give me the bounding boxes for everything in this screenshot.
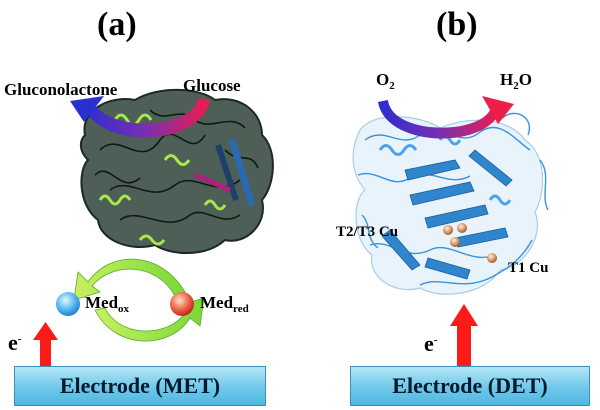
med-red-subscript: red (233, 303, 249, 315)
copper-atom (443, 225, 453, 235)
enzyme-b (352, 112, 549, 295)
panel-a-label: (a) (97, 6, 137, 43)
med-ox-base: Med (85, 293, 119, 312)
enzyme-a-strand-magenta (194, 172, 231, 193)
electron-base-b: e (424, 331, 434, 356)
med-red-sphere (170, 292, 194, 316)
med-red-label: Medred (200, 293, 249, 315)
med-ox-sphere (56, 292, 80, 316)
med-ox-subscript: ox (118, 303, 130, 315)
product-label-a: Gluconolactone (4, 80, 118, 99)
enzyme-b-sheets (381, 149, 513, 280)
electron-superscript-b: - (433, 334, 438, 346)
med-ox-label: Medox (85, 293, 130, 315)
reactant-label-b: O2 (376, 70, 395, 92)
electron-arrow-b (450, 304, 478, 366)
enzyme-a-helices (98, 113, 227, 246)
t1-copper-label: T1 Cu (508, 260, 549, 276)
t2t3-copper-label: T2/T3 Cu (336, 224, 399, 240)
product-subscript: 2 (513, 80, 519, 92)
copper-atom (487, 253, 497, 263)
electron-label-a: e- (8, 330, 21, 356)
reactant-base: O (376, 70, 390, 89)
cycle-arrow-bottom (94, 297, 205, 342)
reaction-arrow-b (378, 96, 514, 139)
electrode-met: Electrode (MET) (14, 366, 266, 406)
electron-arrow-a (33, 322, 58, 366)
electrode-det: Electrode (DET) (350, 366, 590, 406)
enzyme-a-strand-blue (228, 138, 256, 207)
substrate-label-a: Glucose (183, 76, 241, 95)
product-h: H (500, 70, 514, 89)
enzyme-a-strand-dark (215, 144, 239, 201)
electron-base-a: e (8, 330, 18, 355)
reaction-arrow-a (70, 96, 210, 138)
med-red-base: Med (200, 293, 234, 312)
electron-superscript-a: - (17, 333, 22, 345)
electron-label-b: e- (424, 331, 437, 357)
product-label-b: H2O (500, 70, 532, 92)
panel-b-label: (b) (436, 6, 478, 43)
reactant-subscript: 2 (389, 80, 395, 92)
product-o: O (518, 70, 532, 89)
copper-atom (450, 237, 460, 247)
enzyme-a (79, 88, 274, 254)
copper-atom (457, 223, 467, 233)
